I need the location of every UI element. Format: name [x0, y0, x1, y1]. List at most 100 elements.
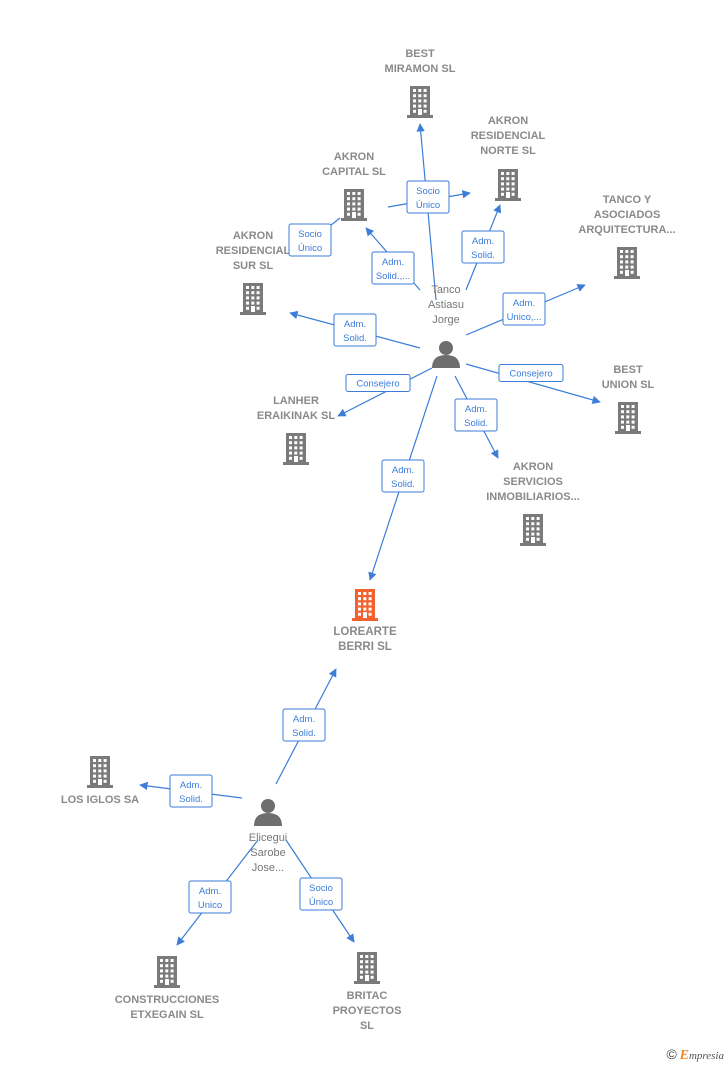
company-label-line: SUR SL — [233, 260, 274, 272]
brand-watermark: © Empresia — [667, 1046, 724, 1064]
edge-label-text: Adm. — [382, 257, 404, 268]
edge-label-tanco-lorearte-berri[interactable]: Adm. Solid. — [381, 459, 425, 493]
company-label-line: BEST — [405, 48, 435, 60]
edge-label-tanco-akron-residencial-sur[interactable]: Adm. Solid. — [333, 313, 377, 347]
edge-label-text: Solid. — [343, 333, 367, 344]
edge-label-text: Adm. — [472, 236, 494, 247]
edge-label-tanco-tanco-asociados[interactable]: Adm. Unico,... — [502, 292, 546, 326]
edge-label-box — [371, 251, 415, 285]
company-label-line: AKRON — [488, 115, 528, 127]
building-icon — [87, 756, 113, 788]
company-node-lorearte-berri[interactable]: LOREARTE BERRI SL — [333, 589, 397, 653]
company-label-line: LOS IGLOS SA — [61, 794, 139, 806]
edge-label-elicegui-construcciones-etxegain[interactable]: Adm.Unico — [188, 880, 232, 914]
edge-label-box — [282, 708, 326, 742]
building-icon — [520, 514, 546, 546]
company-node-akron-capital[interactable]: AKRON CAPITAL SL — [322, 151, 386, 221]
company-label-line: BERRI SL — [338, 641, 392, 653]
edge-label-text: Unico,... — [507, 312, 542, 323]
company-label-line: SL — [360, 1020, 374, 1032]
company-label-line: BRITAC — [347, 990, 388, 1002]
building-icon-focus — [352, 589, 378, 621]
edge-label-box — [345, 374, 411, 392]
building-icon — [341, 189, 367, 221]
edge-label-tanco-akron-servicios[interactable]: Adm.Solid. — [454, 398, 498, 432]
building-icon — [495, 169, 521, 201]
person-label-line: Astiasu — [428, 299, 464, 311]
edge-label-tanco-akron-capital[interactable]: Adm. Solid.,... — [371, 251, 415, 285]
company-label: AKRON CAPITAL SL — [322, 151, 386, 178]
company-node-los-iglos[interactable]: LOS IGLOS SA — [61, 756, 139, 806]
edge-label-text: Consejero — [356, 379, 399, 390]
edge-label-text: Adm. — [293, 714, 315, 725]
building-icon — [407, 86, 433, 118]
edge-label-box — [333, 313, 377, 347]
company-label-line: ERAIKINAK SL — [257, 410, 336, 422]
edge-label-box — [454, 398, 498, 432]
person-label-line: Elicegui — [249, 832, 288, 844]
edge-label-box — [498, 364, 564, 382]
edge-label-text: Solid. — [391, 479, 415, 490]
building-icon — [614, 247, 640, 279]
edge-label-tanco-akron-residencial-norte[interactable]: Adm. Solid. — [461, 230, 505, 264]
edge-label-text: Consejero — [509, 369, 552, 380]
company-label-line: AKRON — [334, 151, 374, 163]
company-label: LOREARTE BERRI SL — [333, 626, 397, 653]
edge-label-elicegui-los-iglos[interactable]: Adm.Solid. — [169, 774, 213, 808]
edge-label-box — [188, 880, 232, 914]
person-label-line: Tanco — [431, 284, 460, 296]
edge-labels-layer: SocioÚnicoAdm.Solid.Adm.Solid.,...SocioÚ… — [169, 180, 564, 914]
edge-tanco-best-union — [465, 363, 601, 404]
edge-label-text: Adm. — [513, 298, 535, 309]
edge-label-text: Socio — [416, 186, 440, 197]
edge-label-text: Adm. — [344, 319, 366, 330]
company-label-line: LANHER — [273, 395, 319, 407]
edge-label-box — [461, 230, 505, 264]
building-icon — [615, 402, 641, 434]
edge-label-box — [381, 459, 425, 493]
company-label-line: CONSTRUCCIONES — [115, 994, 220, 1006]
edge-label-text: Solid. — [464, 418, 488, 429]
company-label-line: RESIDENCIAL — [216, 245, 291, 257]
edge-label-text: Único — [309, 897, 333, 908]
company-label-line: LOREARTE — [333, 626, 397, 638]
person-icon — [254, 799, 282, 826]
company-label-line: TANCO Y — [603, 194, 652, 206]
edge-label-text: Adm. — [392, 465, 414, 476]
company-node-lanher-eraikinak[interactable]: LANHER ERAIKINAK SL — [257, 395, 336, 465]
edge-label-box — [169, 774, 213, 808]
building-icon — [240, 283, 266, 315]
company-label-line: UNION SL — [602, 379, 655, 391]
edge-label-text: Solid.,... — [376, 271, 410, 282]
edge-label-elicegui-lorearte-berri[interactable]: Adm.Solid. — [282, 708, 326, 742]
edge-label-box — [299, 877, 343, 911]
building-icon — [354, 952, 380, 984]
company-label-line: SERVICIOS — [503, 476, 563, 488]
company-label-line: NORTE SL — [480, 145, 536, 157]
edge-label-tanco-best-union[interactable]: Consejero — [498, 364, 564, 382]
company-label-line: CAPITAL SL — [322, 166, 386, 178]
edge-label-tanco-lanher-eraikinak[interactable]: Consejero — [345, 374, 411, 392]
edge-label-text: Solid. — [471, 250, 495, 261]
edge-label-text: Solid. — [179, 794, 203, 805]
copyright-icon: © — [666, 1046, 677, 1062]
